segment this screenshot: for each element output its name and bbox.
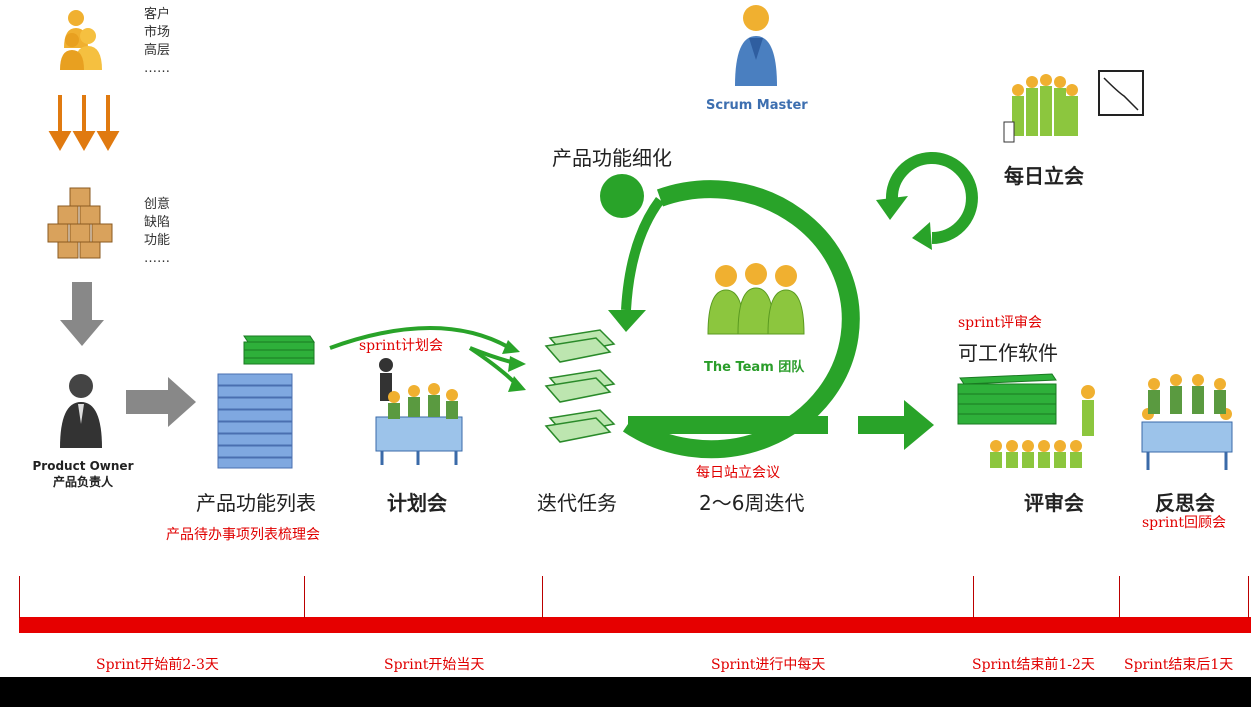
- planning-label: 计划会: [387, 491, 447, 515]
- timeline-tick: [304, 576, 305, 618]
- timeline-tick: [19, 576, 20, 618]
- stakeholder-list: 客户 市场 高层 ……: [144, 6, 170, 78]
- retrospective-label: 反思会: [1155, 491, 1215, 515]
- team-label: The Team 团队: [704, 360, 805, 375]
- team-icon: [707, 263, 805, 335]
- idea-item: 缺陷: [144, 215, 171, 230]
- gray-down-arrow-icon: [60, 282, 104, 346]
- stakeholder-item: 客户: [144, 7, 171, 22]
- idea-list: 创意 缺陷 功能 ……: [144, 196, 170, 268]
- product-owner-label: Product Owner 产品负责人: [20, 458, 146, 490]
- daily-standup-label: 每日立会: [1004, 164, 1084, 188]
- boxes-icon: [47, 187, 113, 259]
- scrum-diagram: 客户 市场 高层 …… 创意 缺陷 功能 ……: [0, 0, 1251, 677]
- review-label: 评审会: [1024, 491, 1084, 515]
- gray-right-arrow-icon: [126, 377, 196, 427]
- working-software-label: 可工作软件: [958, 341, 1058, 365]
- sprint-planning-note: sprint计划会: [359, 338, 443, 354]
- product-backlog-icon: [217, 335, 315, 469]
- orange-down-arrows-icon: [48, 95, 120, 152]
- timeline-segment-label: Sprint结束后1天: [1124, 657, 1234, 673]
- timeline-segment-label: Sprint进行中每天: [711, 657, 826, 673]
- green-curved-arrows-icon: [329, 326, 526, 392]
- timeline-bar: [19, 617, 1251, 633]
- people-group-icon: [60, 10, 102, 70]
- stakeholder-item: 高层: [144, 43, 171, 58]
- timeline-tick: [1248, 576, 1249, 618]
- review-meeting-icon: [957, 373, 1095, 468]
- planning-meeting-icon: [375, 358, 463, 465]
- sprint-review-note: sprint评审会: [958, 315, 1042, 331]
- idea-item: 功能: [144, 233, 171, 248]
- stakeholder-item: 市场: [144, 25, 171, 40]
- idea-item: 创意: [144, 197, 171, 212]
- stakeholder-item: ……: [144, 61, 170, 76]
- sprint-retro-note: sprint回顾会: [1142, 515, 1226, 531]
- standup-people-icon: [1003, 74, 1078, 143]
- product-owner-cn: 产品负责人: [52, 475, 113, 489]
- iteration-cycle-icon: [600, 174, 860, 459]
- scrum-master-label: Scrum Master: [706, 98, 808, 113]
- product-owner-en: Product Owner: [32, 459, 134, 473]
- timeline-segment-label: Sprint开始前2-3天: [96, 657, 219, 673]
- idea-item: ……: [144, 251, 170, 266]
- backlog-label: 产品功能列表: [196, 491, 316, 515]
- iteration-label: 2～6周迭代: [699, 491, 805, 515]
- timeline-tick: [542, 576, 543, 618]
- timeline-segment-label: Sprint结束前1-2天: [972, 657, 1095, 673]
- daily-loop-icon: [876, 152, 978, 250]
- scrum-master-icon: [735, 5, 777, 86]
- product-owner-icon: [60, 374, 102, 448]
- timeline-tick: [973, 576, 974, 618]
- daily-meeting-note: 每日站立会议: [696, 465, 780, 481]
- refinement-label: 产品功能细化: [552, 146, 672, 170]
- sprint-tasks-icon: [544, 329, 616, 443]
- retrospective-meeting-icon: [1141, 374, 1233, 470]
- burndown-chart-icon: [1098, 70, 1144, 116]
- green-right-arrow-icon: [628, 400, 934, 450]
- sprint-tasks-label: 迭代任务: [537, 491, 617, 515]
- backlog-refinement-note: 产品待办事项列表梳理会: [166, 527, 320, 543]
- timeline-tick: [1119, 576, 1120, 618]
- timeline-segment-label: Sprint开始当天: [384, 657, 485, 673]
